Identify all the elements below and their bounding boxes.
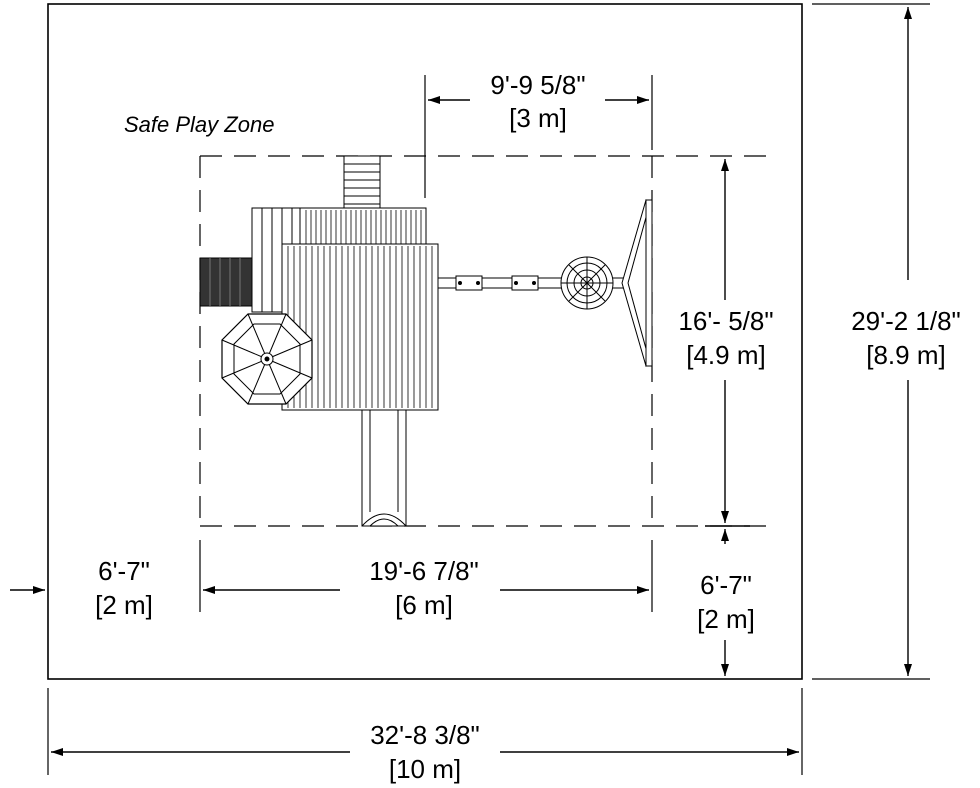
total-depth-imperial: 29'-2 1/8": [851, 306, 961, 336]
play-depth-imperial: 16'- 5/8": [678, 306, 773, 336]
inner-width-imperial: 19'-6 7/8": [369, 556, 479, 586]
playset-structure: [199, 155, 653, 527]
dimension-lines: [10, 7, 912, 756]
play-width-imperial: 9'-9 5/8": [490, 70, 585, 100]
climbing-wall: [199, 257, 253, 307]
octagon-roof: [221, 313, 313, 405]
web-swing: [560, 256, 614, 310]
bottom-clearance-imperial: 6'-7": [700, 570, 752, 600]
bottom-clearance-metric: [2 m]: [697, 604, 755, 634]
left-clearance-metric: [2 m]: [95, 590, 153, 620]
safe-play-zone-boundary: [47, 3, 803, 680]
left-clearance-imperial: 6'-7": [98, 556, 150, 586]
total-width-imperial: 32'-8 3/8": [370, 720, 480, 750]
inner-width-metric: [6 m]: [395, 590, 453, 620]
upper-deck: [299, 207, 427, 245]
play-depth-metric: [4.9 m]: [686, 340, 765, 370]
top-ladder: [343, 155, 381, 209]
dimension-labels: 9'-9 5/8" [3 m] 16'- 5/8" [4.9 m] 29'-2 …: [95, 70, 961, 784]
extension-lines: [47, 3, 930, 775]
play-width-metric: [3 m]: [509, 103, 567, 133]
safe-play-zone-title: Safe Play Zone: [124, 112, 274, 137]
swing-beam: [437, 275, 625, 291]
total-width-metric: [10 m]: [389, 754, 461, 784]
slide: [361, 409, 407, 527]
total-depth-metric: [8.9 m]: [866, 340, 945, 370]
swing-a-frame: [621, 199, 653, 367]
